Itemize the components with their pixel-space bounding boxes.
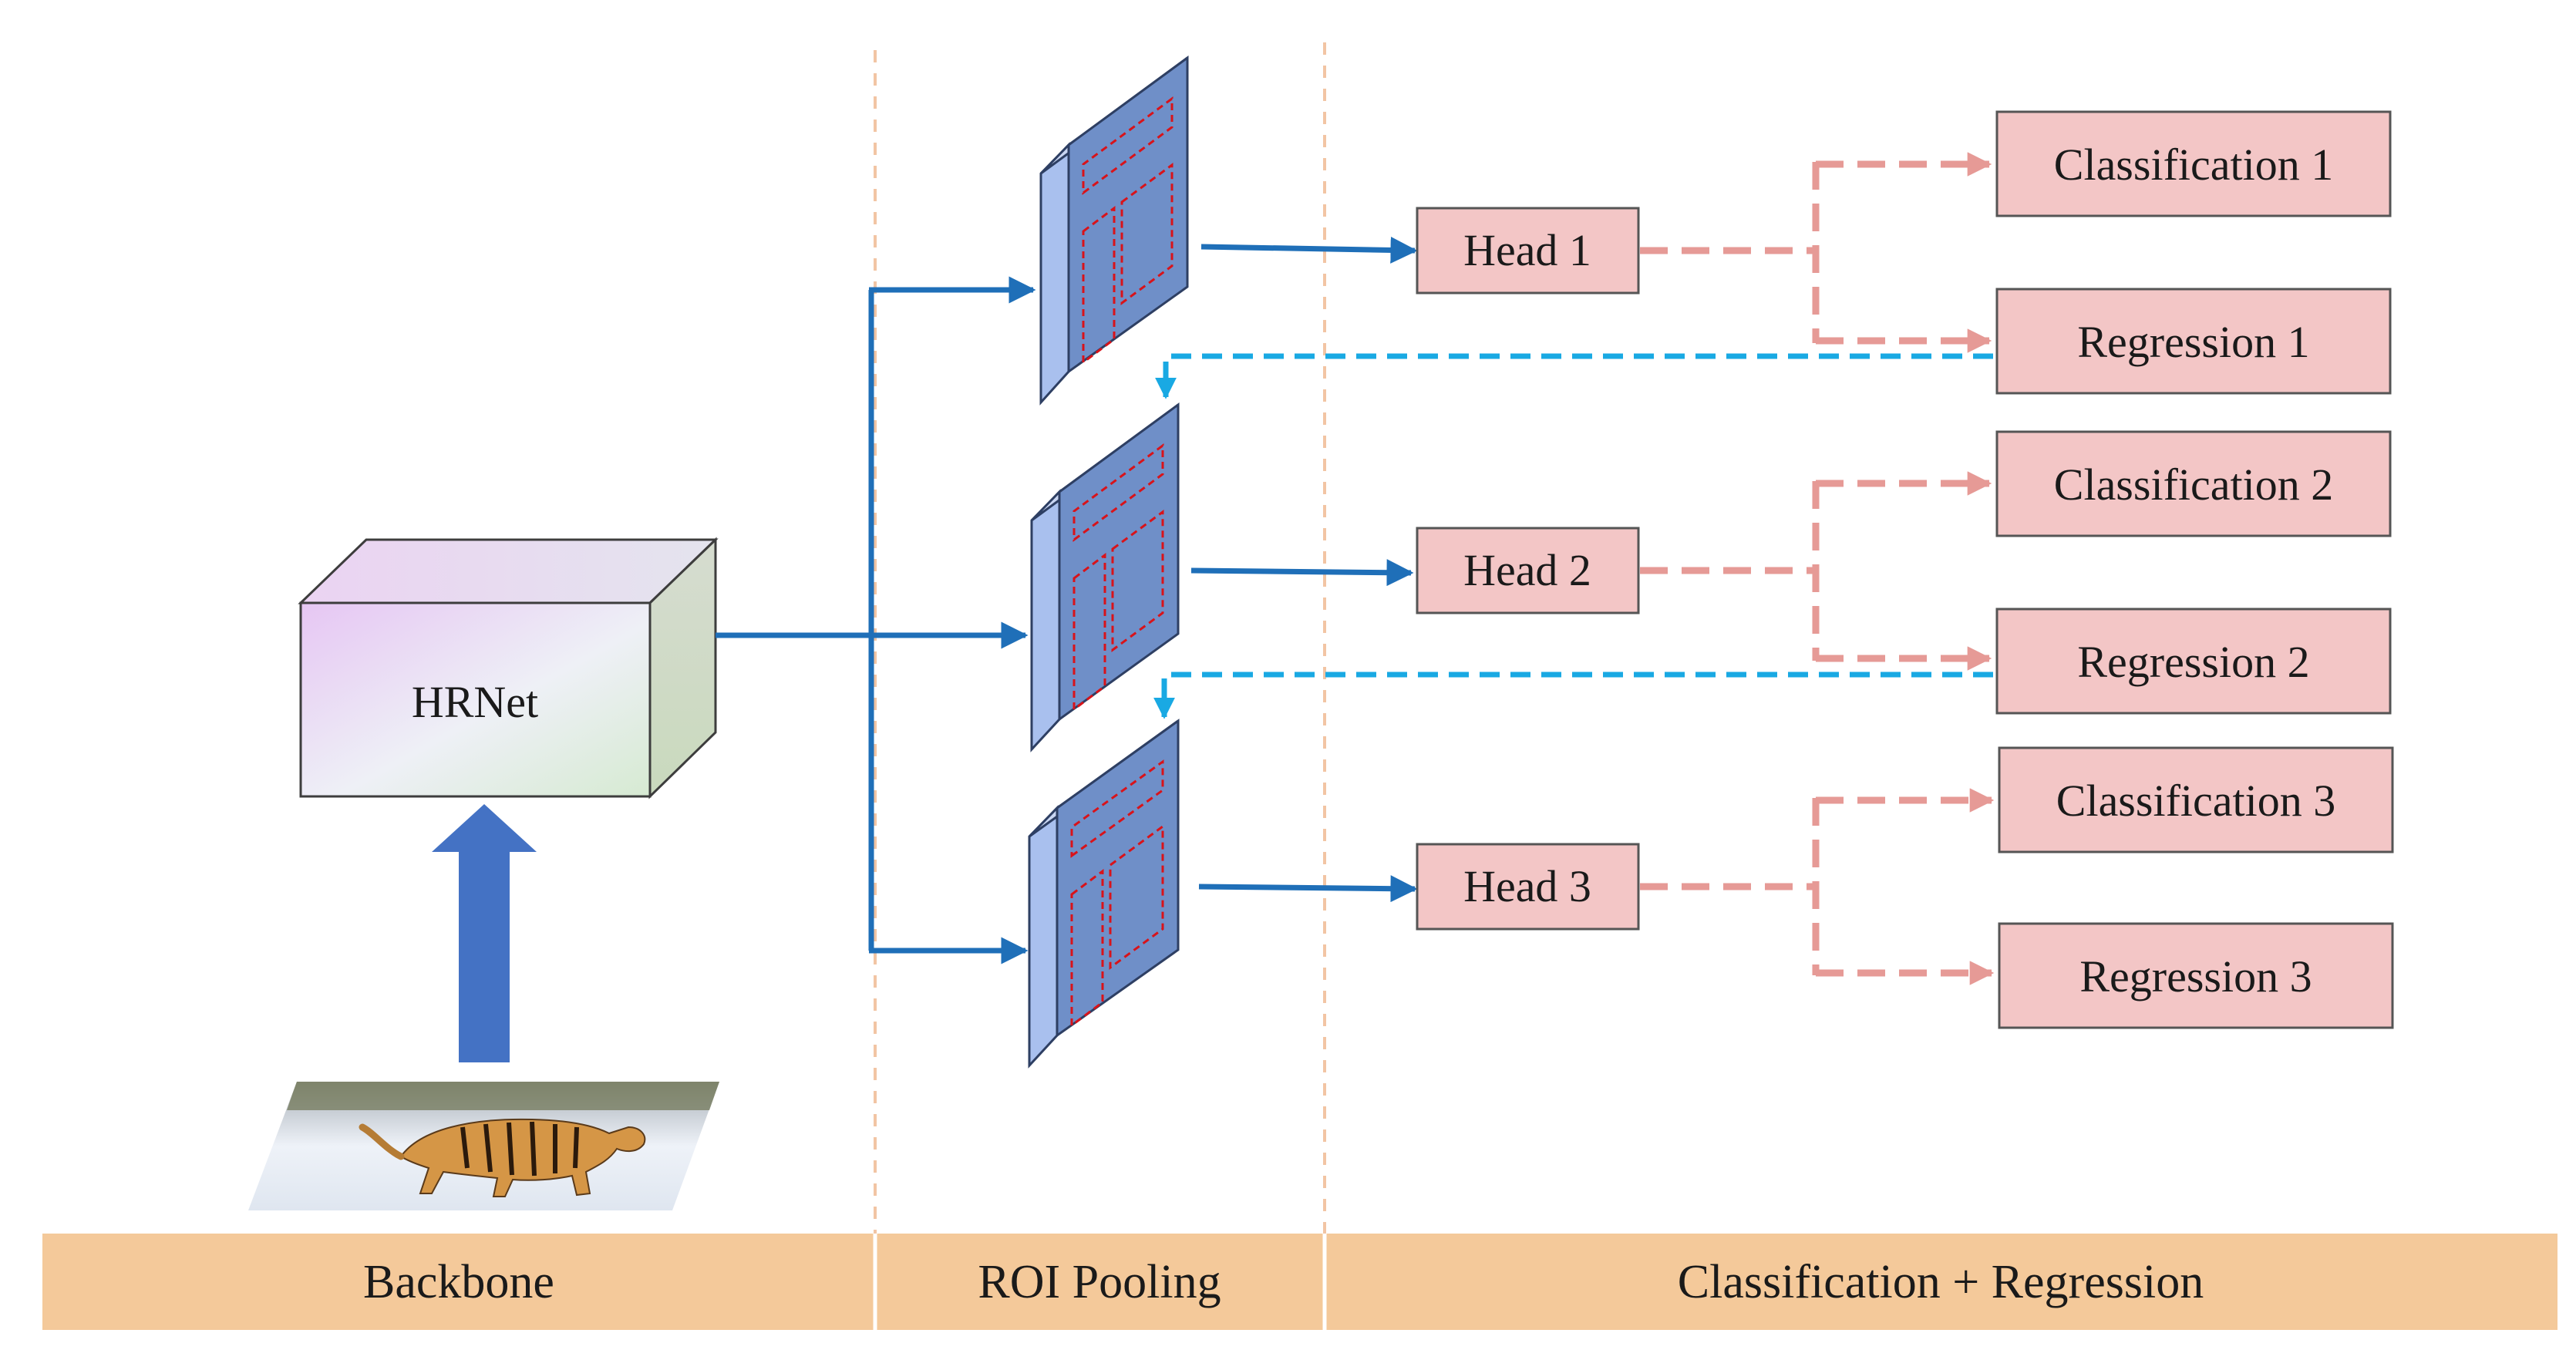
branch-lines — [1640, 152, 1995, 985]
classification-label-1: Classification 1 — [2054, 140, 2333, 190]
tiger-photo-icon — [248, 1082, 719, 1210]
stage-label-backbone: Backbone — [363, 1256, 554, 1308]
arrow-roi1-head1 — [1200, 236, 1418, 264]
head-label-3: Head 3 — [1463, 861, 1591, 911]
head-box-3: Head 3 — [1416, 843, 1640, 931]
hrnet-block: HRNet — [298, 537, 719, 800]
head-box-1: Head 1 — [1416, 207, 1640, 295]
input-arrow — [432, 804, 537, 1062]
regression-label-1: Regression 1 — [2077, 317, 2309, 367]
feedback-regression2-to-roi3 — [1153, 672, 1993, 719]
hrnet-label: HRNet — [412, 677, 538, 727]
regression-box-3: Regression 3 — [1998, 922, 2394, 1029]
regression-label-3: Regression 3 — [2079, 951, 2312, 1001]
classification-label-2: Classification 2 — [2054, 460, 2333, 510]
regression-box-2: Regression 2 — [1995, 608, 2392, 715]
head-label-2: Head 2 — [1463, 545, 1591, 595]
feedback-regression1-to-roi2 — [1155, 353, 1993, 399]
stage-dividers — [874, 42, 1326, 1234]
roi-feature-map-2 — [1030, 402, 1180, 752]
stage-label-roi-pooling: ROI Pooling — [978, 1256, 1221, 1308]
roi-feature-map-3 — [1028, 719, 1180, 1069]
backbone-connectors — [716, 276, 1036, 964]
roi-to-head-arrows — [1190, 236, 1418, 903]
head-label-1: Head 1 — [1463, 225, 1591, 275]
hrnet-block-front — [299, 601, 652, 798]
classification-box-2: Classification 2 — [1995, 430, 2392, 537]
classification-box-1: Classification 1 — [1995, 110, 2392, 217]
classification-label-3: Classification 3 — [2056, 776, 2335, 826]
arrow-roi2-head2 — [1190, 559, 1414, 587]
hrnet-block-top — [298, 538, 719, 604]
head-box-2: Head 2 — [1416, 527, 1640, 614]
stage-label-classification-regression: Classification + Regression — [1678, 1256, 2204, 1308]
classification-box-3: Classification 3 — [1998, 746, 2394, 853]
arrow-roi3-head3 — [1198, 875, 1418, 903]
stage-bar: Backbone ROI Pooling Classification + Re… — [42, 1234, 2557, 1330]
regression-box-1: Regression 1 — [1995, 288, 2392, 395]
roi-feature-map-1 — [1039, 56, 1189, 406]
regression-label-2: Regression 2 — [2077, 637, 2309, 687]
